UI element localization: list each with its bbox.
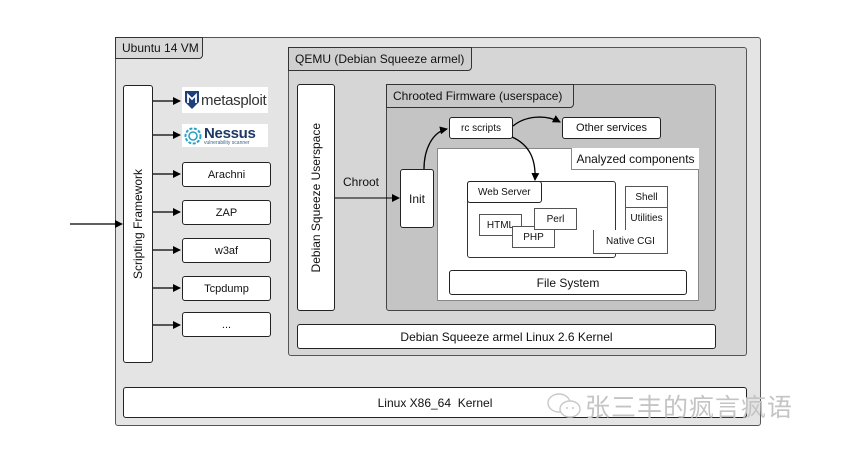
host-kernel: Linux X86_64 Kernel	[123, 387, 747, 418]
debian-userspace-label: Debian Squeeze Userspace	[309, 122, 323, 273]
tool-arachni: Arachni	[182, 162, 271, 187]
php-component: PHP	[512, 226, 555, 248]
native-cgi-component: Native CGI	[593, 230, 668, 254]
html-label: HTML	[486, 219, 515, 231]
wechat-icon	[547, 393, 581, 418]
tool-more: ...	[182, 312, 271, 337]
perl-component: Perl	[534, 208, 577, 230]
nessus-logo-icon	[184, 127, 202, 144]
file-system: File System	[449, 270, 687, 295]
chrooted-firmware-title: Chrooted Firmware (userspace)	[386, 84, 574, 108]
watermark-text: 张三丰的疯言疯语	[585, 393, 794, 422]
nessus-logo: Nessus vulnerability scanner	[182, 124, 268, 147]
guest-kernel: Debian Squeeze armel Linux 2.6 Kernel	[297, 324, 716, 349]
metasploit-logo-icon	[185, 91, 199, 109]
qemu-title: QEMU (Debian Squeeze armel)	[288, 47, 472, 71]
shell-component: Shell	[625, 186, 668, 208]
metasploit-logo: metasploit	[182, 87, 268, 113]
utilities-label: Utilities	[630, 213, 663, 224]
tool-tcpdump: Tcpdump	[182, 276, 271, 301]
php-label: PHP	[523, 231, 544, 243]
rc-scripts: rc scripts	[449, 117, 513, 139]
scripting-framework: Scripting Framework	[123, 85, 153, 363]
scripting-framework-label: Scripting Framework	[131, 168, 145, 280]
analyzed-components-title: Analyzed components	[571, 148, 699, 170]
watermark: 张三丰的疯言疯语	[545, 388, 793, 424]
init-process: Init	[400, 169, 434, 228]
other-services: Other services	[562, 117, 661, 139]
html-component: HTML	[479, 214, 522, 236]
ubuntu-vm-title: Ubuntu 14 VM	[115, 37, 203, 59]
web-server-title: Web Server	[467, 181, 542, 203]
tool-w3af: w3af	[182, 238, 271, 263]
tool-zap: ZAP	[182, 200, 271, 225]
perl-label: Perl	[546, 213, 565, 225]
debian-userspace: Debian Squeeze Userspace	[297, 84, 335, 311]
chroot-label: Chroot	[343, 175, 380, 189]
nessus-sublabel: vulnerability scanner	[204, 139, 250, 146]
nessus-label: Nessus	[204, 124, 256, 142]
metasploit-label: metasploit	[201, 91, 267, 109]
